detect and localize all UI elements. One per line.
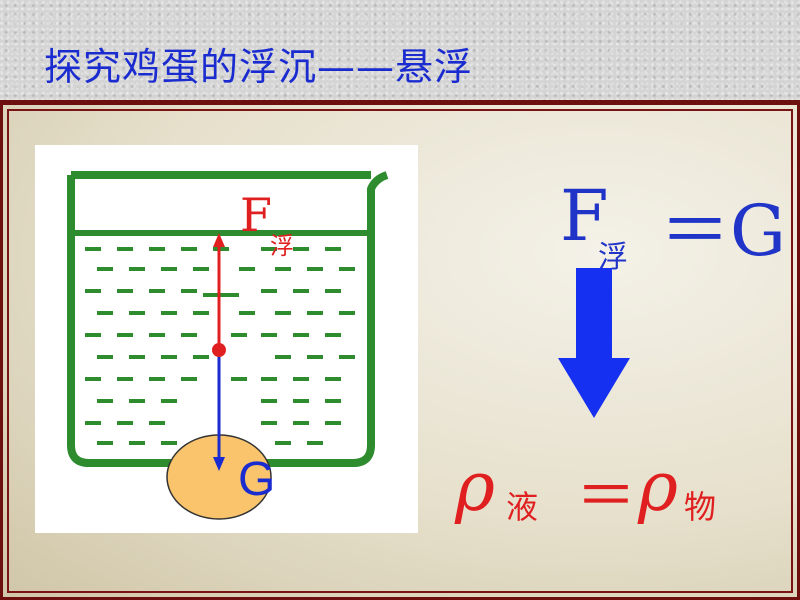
beaker-svg	[67, 171, 389, 520]
slide-header: 探究鸡蛋的浮沉——悬浮	[0, 0, 800, 100]
equation-force-f: F	[560, 175, 609, 257]
panel-frame	[7, 109, 793, 593]
water-dashes	[85, 247, 355, 445]
buoyancy-arrowhead	[213, 233, 225, 247]
down-arrow-icon	[558, 268, 630, 418]
equation-rho-object-subscript: 物	[684, 488, 717, 526]
equation-rho-liquid-subscript: 液	[506, 488, 539, 526]
center-of-mass-dot	[212, 343, 226, 357]
slide-title: 探究鸡蛋的浮沉——悬浮	[44, 45, 474, 89]
equation-force-rest: ＝G	[660, 190, 786, 272]
equation-equals: ＝	[576, 462, 636, 532]
gravity-arrowhead	[213, 457, 225, 471]
buoyancy-label: F	[240, 188, 272, 242]
equation-rho-liquid: ρ	[455, 448, 495, 527]
beaker-diagram	[35, 145, 418, 533]
equation-rho-object: ρ	[638, 448, 678, 527]
beaker-icon	[67, 171, 389, 467]
gravity-label: G	[238, 453, 276, 506]
buoyancy-subscript: 浮	[270, 232, 294, 260]
